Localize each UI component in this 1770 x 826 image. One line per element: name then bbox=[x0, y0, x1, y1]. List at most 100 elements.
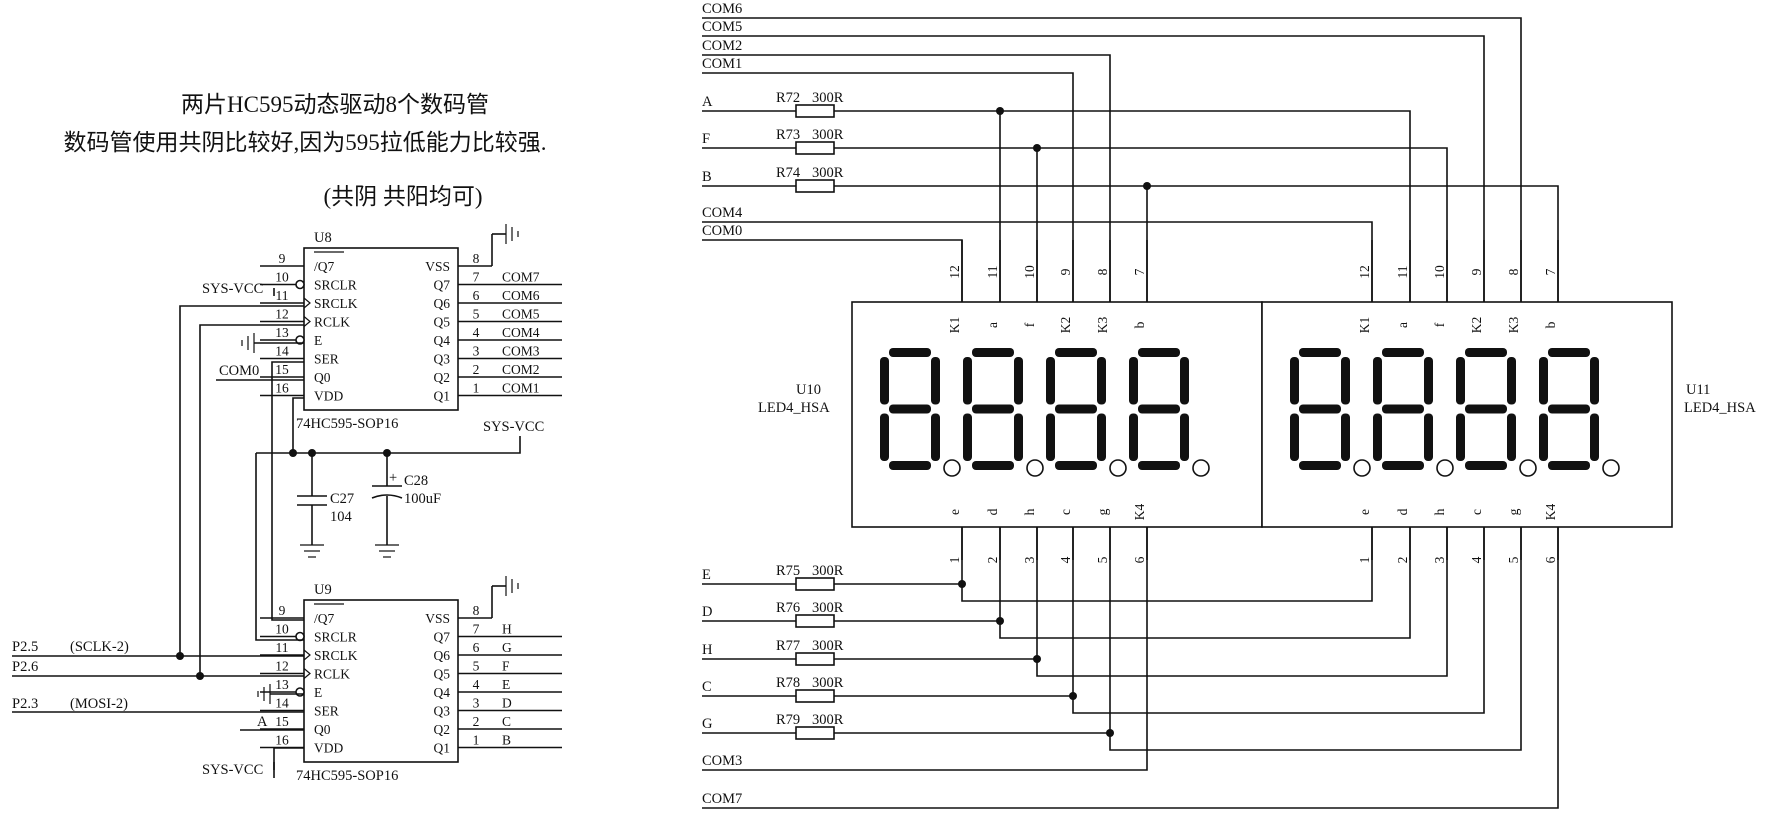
u8-inv-bubble bbox=[295, 279, 305, 290]
u10-bot-pin-name: K4 bbox=[1132, 504, 1147, 521]
u9-rpin-net: F bbox=[502, 659, 510, 674]
u10-bot-pin-name: e bbox=[947, 509, 962, 515]
led-segment bbox=[1373, 357, 1382, 405]
net-label-9: E bbox=[702, 567, 711, 583]
u9-rpin-num: 3 bbox=[473, 696, 480, 711]
u8-lpin-name: Q0 bbox=[314, 370, 331, 385]
net-label-4: A bbox=[702, 94, 713, 110]
u11-bot-pin-name: e bbox=[1357, 509, 1372, 515]
u9-lpin-num: 14 bbox=[275, 696, 289, 711]
u9-body bbox=[303, 599, 459, 763]
led-segment bbox=[1055, 348, 1097, 357]
u11-top-pin-name: K2 bbox=[1469, 317, 1484, 334]
led-segment bbox=[1341, 413, 1350, 461]
u8-rpin-num: 3 bbox=[473, 344, 480, 359]
u9-lpin-name: VDD bbox=[314, 741, 343, 756]
mcu-p25: P2.5 bbox=[12, 639, 38, 655]
led-segment bbox=[1465, 348, 1507, 357]
led-segment bbox=[963, 413, 972, 461]
u10-ref: U10 bbox=[796, 382, 821, 398]
led-segment bbox=[1129, 357, 1138, 405]
led-segment bbox=[1055, 404, 1097, 414]
led-segment bbox=[1548, 461, 1590, 470]
led-segment bbox=[1341, 357, 1350, 405]
u8-rpin-num: 1 bbox=[473, 381, 480, 396]
u11-top-pin-num: 12 bbox=[1357, 265, 1372, 279]
u10-bot-pin-num: 6 bbox=[1132, 556, 1147, 563]
led-segment bbox=[1046, 413, 1055, 461]
u8-lpin-name: E bbox=[314, 333, 322, 348]
led-segment bbox=[1456, 413, 1465, 461]
u11-body bbox=[1261, 301, 1673, 528]
u9-lpin-num: 16 bbox=[275, 733, 289, 748]
u11-top-pin-name: K3 bbox=[1506, 317, 1521, 334]
u11-top-pin-num: 9 bbox=[1469, 268, 1484, 275]
u10-bot-pin-num: 2 bbox=[985, 557, 1000, 564]
u11-bot-pin-num: 1 bbox=[1357, 557, 1372, 564]
led-segment bbox=[1097, 413, 1106, 461]
net-label-15: COM7 bbox=[702, 791, 742, 807]
u8-lpin-num: 14 bbox=[275, 344, 289, 359]
net-label-6: B bbox=[702, 169, 712, 185]
led-segment bbox=[1424, 413, 1433, 461]
u9-rpin-net: C bbox=[502, 714, 511, 729]
u10-top-pin-name: K1 bbox=[947, 317, 962, 334]
led-segment bbox=[1290, 357, 1299, 405]
resistor-body bbox=[795, 577, 835, 591]
net-label-1: COM5 bbox=[702, 19, 742, 35]
led-segment bbox=[1382, 461, 1424, 470]
led-segment bbox=[972, 461, 1014, 470]
net-branch-10 bbox=[999, 527, 1411, 639]
u11-bot-pin-name: d bbox=[1395, 508, 1410, 515]
net-label-10: D bbox=[702, 604, 712, 620]
led-segment bbox=[880, 357, 889, 405]
u9-lpin-num: 15 bbox=[275, 714, 289, 729]
resistor-ref: R75 bbox=[776, 563, 800, 579]
led-segment bbox=[1180, 357, 1189, 405]
u9-rpin-name: Q7 bbox=[434, 630, 451, 645]
led-segment bbox=[1138, 404, 1180, 414]
resistor-val: 300R bbox=[812, 638, 844, 654]
led-segment bbox=[972, 404, 1014, 414]
u10-top-pin-name: b bbox=[1132, 321, 1147, 328]
u9-part: 74HC595-SOP16 bbox=[296, 768, 398, 784]
led-segment bbox=[889, 404, 931, 414]
resistor-ref: R78 bbox=[776, 675, 800, 691]
u9-lpin-name: RCLK bbox=[314, 667, 350, 682]
u10-bot-pin-name: h bbox=[1022, 508, 1037, 515]
led-segment bbox=[1382, 348, 1424, 357]
led-decimal-point bbox=[1436, 459, 1454, 477]
title-line-2: 数码管使用共阴比较好,因为595拉低能力比较强. bbox=[64, 130, 547, 155]
u8-rpin-net: COM4 bbox=[502, 325, 540, 340]
ic-u8: U874HC595-SOP169/Q78VSS10SRCLR7Q7COM711S… bbox=[260, 224, 562, 432]
u10-bot-pin-name: g bbox=[1095, 508, 1110, 515]
net-label-14: COM3 bbox=[702, 753, 742, 769]
net-wire-14 bbox=[702, 527, 1148, 771]
net-label-11: H bbox=[702, 642, 713, 658]
mcu-p23-note: (MOSI-2) bbox=[70, 696, 128, 712]
u9-rpin-name: VSS bbox=[425, 611, 450, 626]
u11-bot-pin-name: h bbox=[1432, 508, 1447, 515]
u8-rpin-net: COM1 bbox=[502, 381, 540, 396]
u8-lpin-name: SRCLR bbox=[314, 278, 357, 293]
u8-lpin-name: VDD bbox=[314, 389, 343, 404]
u9-rpin-num: 1 bbox=[473, 733, 480, 748]
u10-bot-pin-num: 4 bbox=[1058, 556, 1073, 563]
u9-rpin-num: 5 bbox=[473, 659, 480, 674]
led-segment bbox=[1465, 461, 1507, 470]
u8-q0-net-label: COM0 bbox=[219, 363, 259, 379]
led-decimal-point bbox=[1192, 459, 1210, 477]
net-junction-4 bbox=[996, 107, 1004, 115]
u9-lpin-name: /Q7 bbox=[314, 611, 335, 626]
u8-ref: U8 bbox=[314, 230, 332, 246]
title-line-3: (共阴 共阳均可) bbox=[323, 184, 482, 209]
u8-rpin-net: COM3 bbox=[502, 344, 540, 359]
u8-rpin-num: 4 bbox=[473, 325, 480, 340]
resistor-ref: R77 bbox=[776, 638, 800, 654]
u10-top-pin-name: K2 bbox=[1058, 317, 1073, 334]
u8-rpin-name: VSS bbox=[425, 259, 450, 274]
resistor-body bbox=[795, 652, 835, 666]
